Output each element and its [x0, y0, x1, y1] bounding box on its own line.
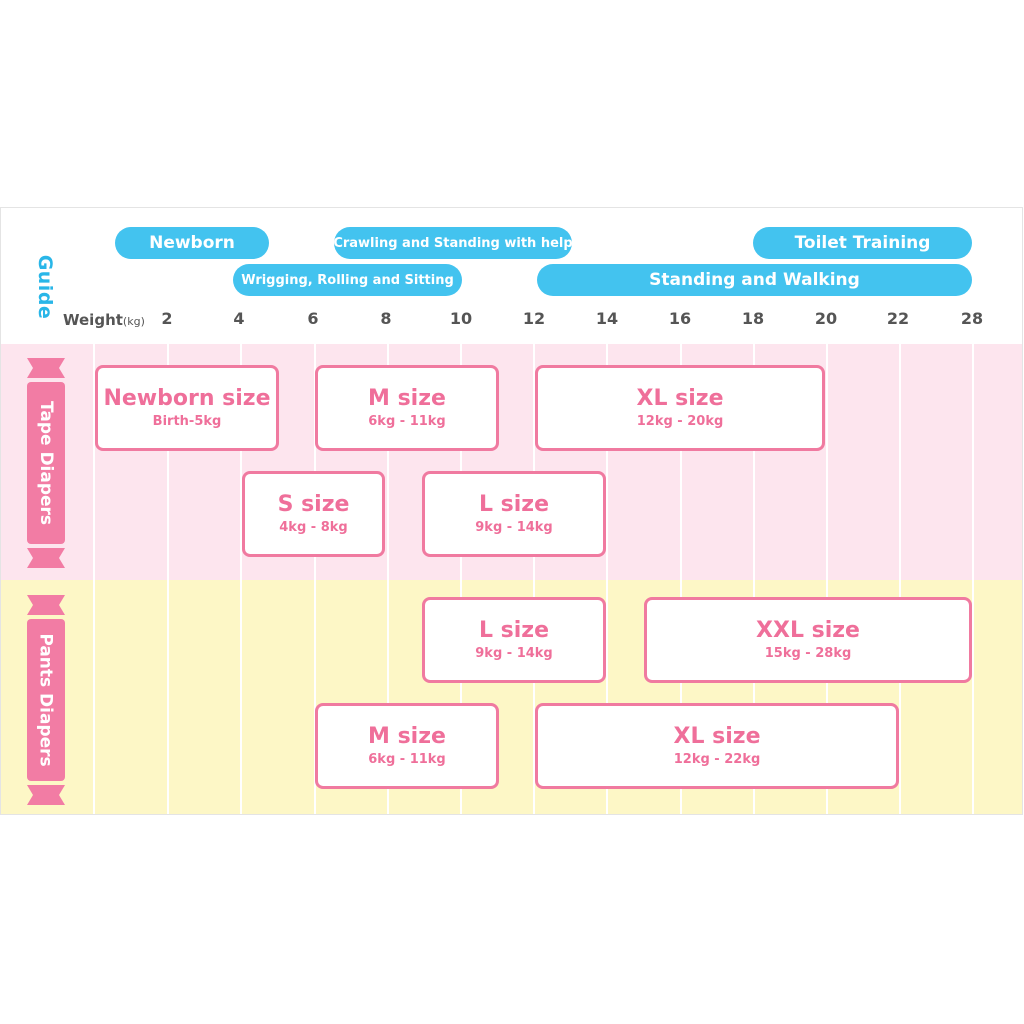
size-range: 9kg - 14kg [475, 646, 553, 661]
stage-wrigging-rolling-sitting: Wrigging, Rolling and Sitting [233, 264, 462, 296]
size-name: XXL size [756, 618, 860, 643]
pants-l-size: L size 9kg - 14kg [422, 597, 606, 683]
size-name: M size [368, 386, 446, 411]
tick-22: 22 [886, 309, 910, 328]
ribbon-bottom-tail [27, 548, 65, 568]
stage-newborn: Newborn [115, 227, 269, 259]
gridline [899, 344, 901, 814]
tick-20: 20 [814, 309, 838, 328]
tape-diapers-label: Tape Diapers [36, 400, 57, 526]
tape-xl-size: XL size 12kg - 20kg [535, 365, 825, 451]
size-name: XL size [636, 386, 724, 411]
size-name: S size [277, 492, 350, 517]
gridline [826, 344, 828, 814]
tape-newborn-size: Newborn size Birth-5kg [95, 365, 279, 451]
pants-diapers-ribbon: Pants Diapers [25, 595, 67, 805]
size-name: L size [478, 492, 550, 517]
pants-xl-size: XL size 12kg - 22kg [535, 703, 899, 789]
ribbon-top-tail [27, 358, 65, 378]
size-name: L size [478, 618, 550, 643]
size-range: 4kg - 8kg [279, 520, 348, 535]
size-range: 9kg - 14kg [475, 520, 553, 535]
tick-14: 14 [595, 309, 619, 328]
tape-m-size: M size 6kg - 11kg [315, 365, 499, 451]
gridline [460, 344, 462, 814]
tick-28: 28 [960, 309, 984, 328]
size-range: 6kg - 11kg [368, 752, 446, 767]
size-range: Birth-5kg [152, 414, 222, 429]
gridline [240, 344, 242, 814]
size-range: 6kg - 11kg [368, 414, 446, 429]
tick-18: 18 [741, 309, 765, 328]
pants-diapers-label: Pants Diapers [36, 633, 57, 767]
tick-10: 10 [449, 309, 473, 328]
tape-l-size: L size 9kg - 14kg [422, 471, 606, 557]
tick-2: 2 [161, 309, 173, 328]
diaper-size-chart: Guide Newborn Crawling and Standing with… [0, 207, 1023, 815]
gridline [314, 344, 316, 814]
tick-8: 8 [380, 309, 392, 328]
tick-4: 4 [233, 309, 245, 328]
size-range: 12kg - 20kg [636, 414, 724, 429]
tape-s-size: S size 4kg - 8kg [242, 471, 385, 557]
tick-16: 16 [668, 309, 692, 328]
weight-axis-label: Weight(kg) [63, 311, 145, 329]
ribbon-top-tail [27, 595, 65, 615]
tick-12: 12 [522, 309, 546, 328]
guide-title: Guide [34, 254, 56, 320]
ribbon-bottom-tail [27, 785, 65, 805]
gridline [753, 344, 755, 814]
gridline [93, 344, 95, 814]
stage-crawling-standing: Crawling and Standing with help [333, 227, 573, 259]
pants-xxl-size: XXL size 15kg - 28kg [644, 597, 972, 683]
size-name: M size [368, 724, 446, 749]
gridline [167, 344, 169, 814]
gridline [606, 344, 608, 814]
stage-standing-walking: Standing and Walking [537, 264, 972, 296]
size-name: Newborn size [103, 386, 271, 411]
size-name: XL size [673, 724, 761, 749]
tape-diapers-ribbon: Tape Diapers [25, 358, 67, 568]
tick-6: 6 [307, 309, 319, 328]
gridline [972, 344, 974, 814]
size-range: 15kg - 28kg [764, 646, 852, 661]
size-range: 12kg - 22kg [673, 752, 761, 767]
gridline [680, 344, 682, 814]
pants-m-size: M size 6kg - 11kg [315, 703, 499, 789]
gridline [387, 344, 389, 814]
gridline [533, 344, 535, 814]
stage-toilet-training: Toilet Training [753, 227, 972, 259]
